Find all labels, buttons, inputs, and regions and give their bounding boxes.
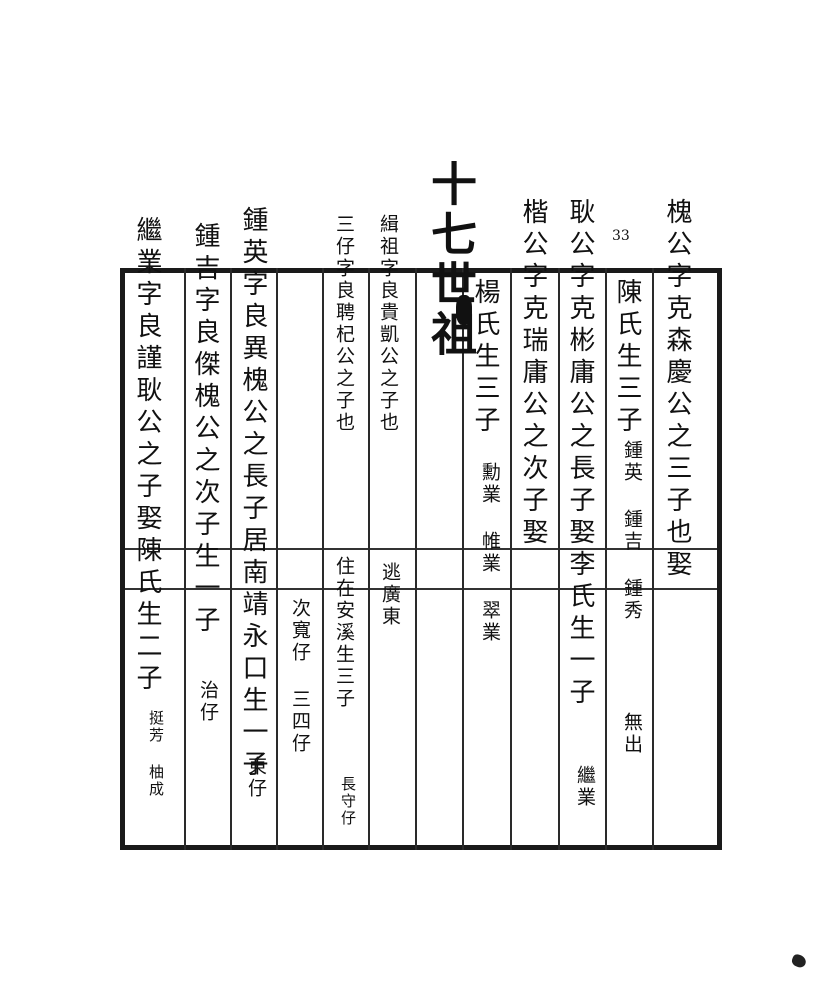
- column-rule: [558, 268, 560, 850]
- column-11-note: 挺芳 柚成: [147, 710, 165, 798]
- column-3-note: 繼業: [574, 765, 596, 809]
- column-2-text: 陳氏生三子: [612, 278, 642, 438]
- column-9-text: 鍾英字良異槐公之長子居南靖永口生一子: [238, 206, 268, 782]
- column-rule: [510, 268, 512, 850]
- column-2-note: 無出: [621, 712, 643, 756]
- column-2-sons: 鍾英 鍾吉 鍾秀: [621, 440, 643, 622]
- page-title: 十七世祖: [424, 160, 478, 360]
- column-rule: [368, 268, 370, 850]
- column-rule: [605, 268, 607, 850]
- column-5-text: 楊氏生三子: [470, 278, 500, 438]
- column-4-text: 楷公字克瑞庸公之次子娶: [518, 198, 548, 550]
- horizontal-band: [125, 548, 717, 590]
- page-number: 33: [612, 228, 630, 244]
- column-rule: [184, 268, 186, 850]
- column-10-note: 治仔: [197, 680, 219, 724]
- column-rule: [652, 268, 654, 850]
- column-7-text: 三仔字良聘杞公之子也: [333, 214, 355, 434]
- column-5-sons: 勳業 帷業 翠業: [479, 462, 501, 644]
- column-rule: [322, 268, 324, 850]
- ink-blot: [456, 295, 472, 325]
- column-7-note: 長守仔: [339, 776, 357, 827]
- column-7-sub: 住在安溪生三子: [333, 556, 355, 710]
- column-rule: [276, 268, 278, 850]
- column-6-text: 緝祖字良貴凱公之子也: [377, 214, 399, 434]
- page-frame: [120, 268, 722, 850]
- column-11-text: 繼業字良謹耿公之子娶陳氏生二子: [132, 216, 162, 696]
- column-rule: [462, 268, 464, 850]
- column-3-text: 耿公字克彬庸公之長子娶李氏生一子: [565, 198, 595, 710]
- column-rule: [230, 268, 232, 850]
- column-8-text: 次寬仔 三四仔: [289, 598, 311, 755]
- ink-speck: [790, 952, 808, 970]
- column-10-text: 鍾吉字良傑槐公之次子生一子: [190, 222, 220, 638]
- column-6-note: 逃廣東: [379, 562, 401, 628]
- column-1-text: 槐公字克森慶公之三子也娶: [662, 198, 692, 582]
- column-9-note: 東仔: [245, 756, 267, 800]
- column-rule: [415, 268, 417, 850]
